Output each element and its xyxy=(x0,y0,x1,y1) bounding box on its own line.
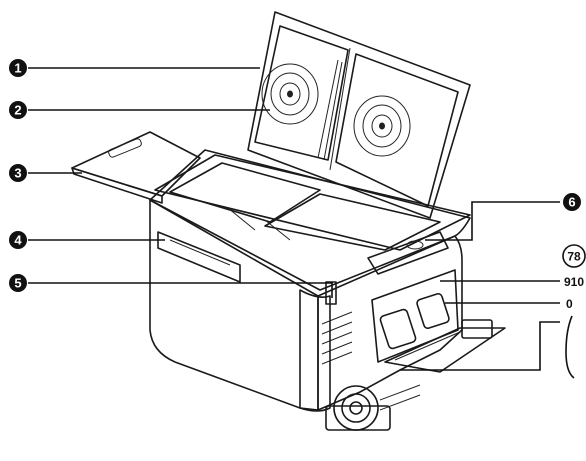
callout-3: 3 xyxy=(9,164,27,182)
foot xyxy=(461,319,493,339)
side-tray xyxy=(71,131,201,204)
control-panel xyxy=(367,231,449,275)
callout-1: 1 xyxy=(9,59,27,77)
cooler-body xyxy=(149,149,471,412)
latch xyxy=(325,281,337,305)
side-handle xyxy=(157,231,241,283)
inner-compartments xyxy=(154,154,471,251)
callout-bracket xyxy=(565,315,575,379)
open-lid xyxy=(247,11,471,219)
callout-4-label: 4 xyxy=(14,233,22,248)
wheel xyxy=(325,384,421,431)
callout-910-label: 910 xyxy=(564,275,584,289)
callout-6: 6 xyxy=(563,193,581,211)
callout-78-label: 78 xyxy=(567,250,581,264)
callout-5-label: 5 xyxy=(14,276,21,291)
callout-0: 0 xyxy=(566,297,573,311)
lid-vent-left xyxy=(261,63,319,125)
socket-box xyxy=(371,269,506,373)
callout-4: 4 xyxy=(9,231,27,249)
vent-grille xyxy=(321,311,353,365)
callout-2: 2 xyxy=(9,101,27,119)
callout-2-label: 2 xyxy=(14,103,21,118)
callout-3-label: 3 xyxy=(14,166,21,181)
callout-78: 78 xyxy=(562,244,586,268)
lid-vent-right xyxy=(353,95,411,157)
callout-6-label: 6 xyxy=(568,195,575,210)
leader-lines xyxy=(28,67,560,371)
callout-1-label: 1 xyxy=(14,61,21,76)
callout-910: 910 xyxy=(564,275,584,289)
callout-5: 5 xyxy=(9,274,27,292)
callout-0-label: 0 xyxy=(566,297,573,311)
